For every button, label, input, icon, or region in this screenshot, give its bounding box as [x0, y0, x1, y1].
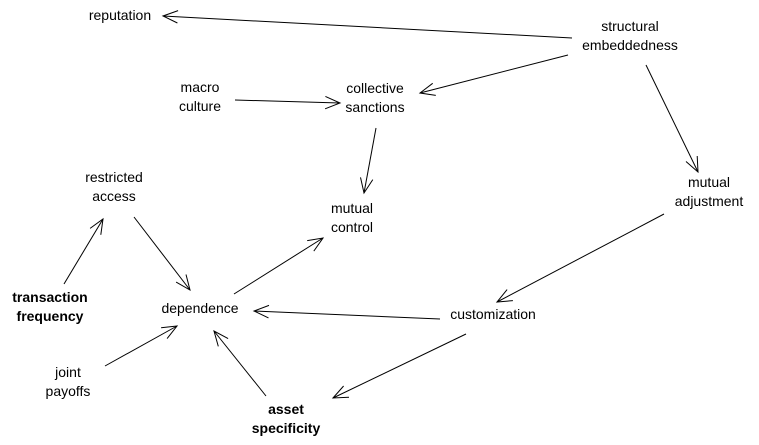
node-label-line: asset — [268, 401, 304, 417]
node-label-line: sanctions — [345, 99, 404, 115]
edges-layer — [63, 10, 699, 399]
node-macro-culture: macro culture — [179, 79, 221, 114]
node-collective-sanctions: collective sanctions — [345, 80, 404, 115]
node-label-line: specificity — [252, 420, 321, 436]
node-transaction-frequency: transaction frequency — [12, 289, 87, 324]
edge-structural-embeddedness-to-collective-sanctions — [418, 54, 569, 96]
node-label-line: transaction — [12, 289, 87, 305]
edge-structural-embeddedness-to-reputation — [161, 10, 573, 39]
edge-asset-specificity-to-dependence — [213, 330, 267, 397]
node-label-line: restricted — [85, 169, 143, 185]
edge-restricted-access-to-dependence — [133, 216, 191, 292]
edge-line — [213, 330, 267, 397]
edge-joint-payoffs-to-dependence — [104, 325, 179, 367]
edge-line — [496, 213, 665, 303]
node-label-line: adjustment — [675, 193, 744, 209]
edge-line — [253, 310, 441, 320]
node-label-line: frequency — [17, 308, 84, 324]
node-dependence: dependence — [161, 300, 238, 316]
arrowhead-icon — [360, 177, 374, 195]
node-label-line: joint — [54, 364, 81, 380]
arrowhead-icon — [331, 385, 350, 399]
node-label-line: customization — [450, 306, 536, 322]
node-restricted-access: restricted access — [85, 169, 143, 204]
edge-line — [104, 325, 178, 367]
edge-transaction-frequency-to-restricted-access — [63, 217, 104, 285]
node-label-line: collective — [346, 80, 404, 96]
nodes-layer: reputation structural embeddedness macro cul… — [12, 7, 743, 436]
edge-macro-culture-to-collective-sanctions — [234, 95, 342, 110]
arrowhead-icon — [324, 95, 342, 110]
edge-line — [645, 64, 699, 173]
edge-line — [133, 216, 191, 291]
node-mutual-control: mutual control — [331, 200, 373, 235]
arrowhead-icon — [161, 10, 179, 24]
node-label-line: culture — [179, 98, 221, 114]
node-structural-embeddedness: structural embeddedness — [582, 18, 678, 53]
node-asset-specificity: asset specificity — [252, 401, 321, 436]
edge-mutual-adjustment-to-customization — [495, 213, 665, 303]
edge-line — [332, 333, 467, 399]
arrowhead-icon — [252, 304, 270, 319]
node-label-line: access — [92, 188, 136, 204]
arrowhead-icon — [213, 330, 229, 347]
arrowhead-icon — [418, 82, 436, 96]
arrowhead-icon — [685, 155, 699, 174]
node-mutual-adjustment: mutual adjustment — [675, 174, 744, 209]
arrowhead-icon — [161, 325, 179, 339]
edge-line — [419, 54, 569, 94]
edge-collective-sanctions-to-mutual-control — [360, 127, 377, 195]
edge-line — [162, 15, 573, 39]
node-label-line: mutual — [331, 200, 373, 216]
node-label-line: structural — [601, 18, 659, 34]
edge-line — [233, 237, 324, 295]
node-label-line: reputation — [89, 7, 151, 23]
arrowhead-icon — [89, 217, 104, 235]
node-label-line: dependence — [161, 300, 238, 316]
node-label-line: mutual — [688, 174, 730, 190]
edge-customization-to-dependence — [252, 304, 441, 320]
edge-dependence-to-mutual-control — [233, 237, 325, 295]
edge-customization-to-asset-specificity — [331, 333, 467, 399]
node-reputation: reputation — [89, 7, 151, 23]
node-label-line: embeddedness — [582, 37, 678, 53]
edge-structural-embeddedness-to-mutual-adjustment — [645, 64, 699, 174]
node-label-line: control — [331, 219, 373, 235]
arrowhead-icon — [307, 237, 325, 252]
node-label-line: macro — [181, 79, 220, 95]
edge-line — [63, 218, 104, 285]
edge-line — [234, 99, 341, 104]
node-customization: customization — [450, 306, 536, 322]
arrowhead-icon — [175, 274, 191, 292]
node-label-line: payoffs — [46, 383, 91, 399]
arrowhead-icon — [495, 289, 513, 303]
node-joint-payoffs: joint payoffs — [46, 364, 91, 399]
edge-line — [363, 127, 377, 194]
